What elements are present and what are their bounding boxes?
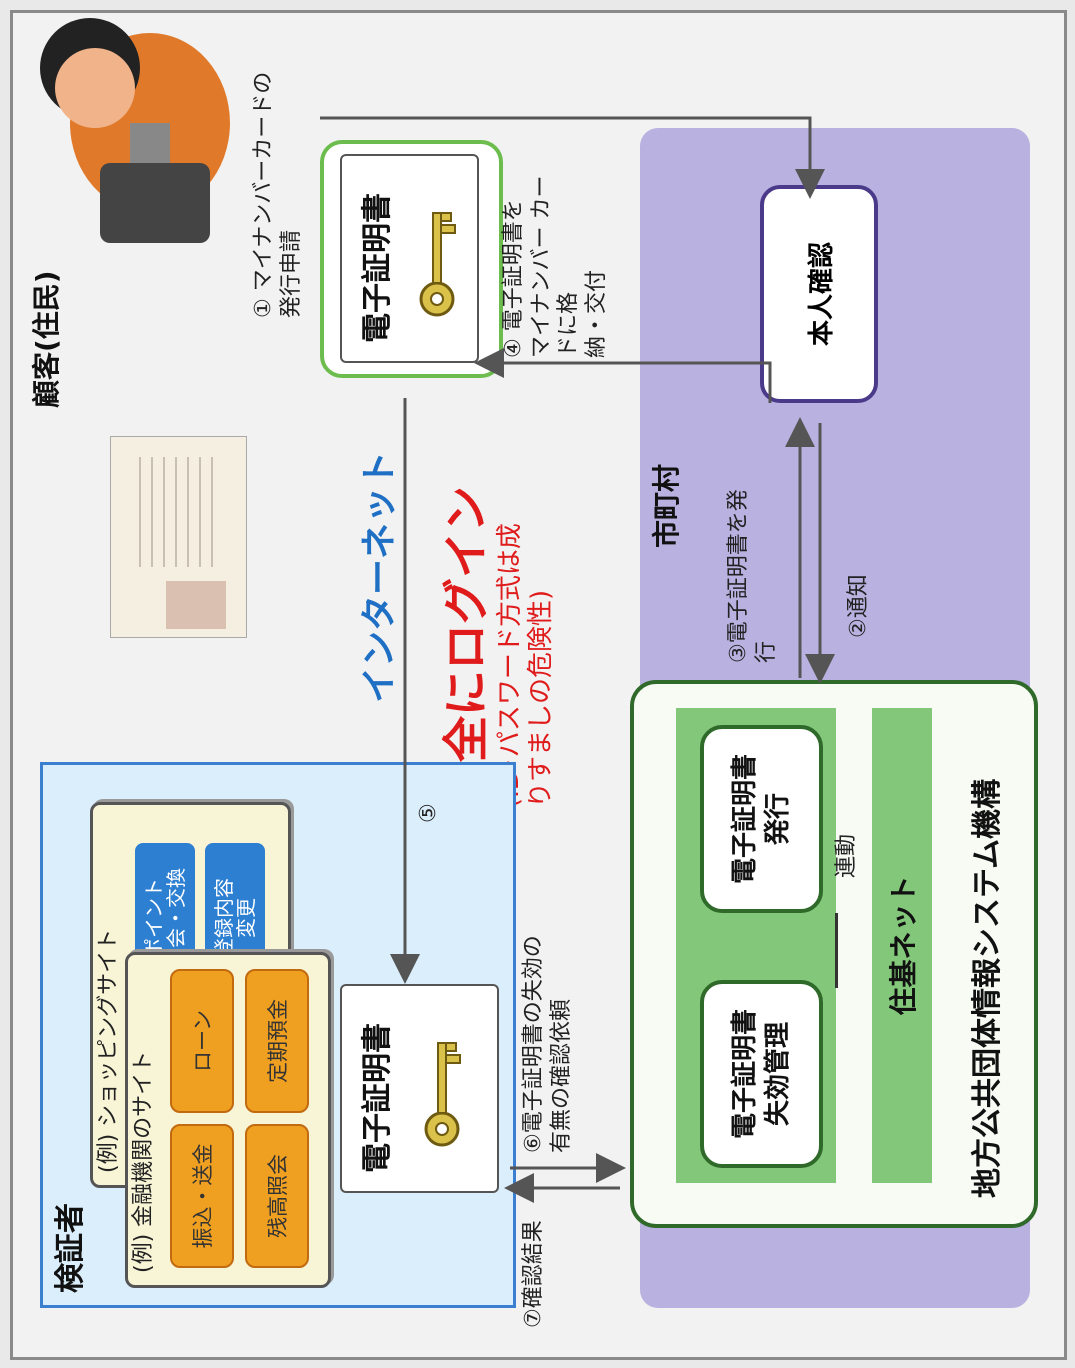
step5-label: ⑤ (416, 803, 441, 823)
shopping-site-title: (例) ショッピングサイト (96, 928, 121, 1173)
verifier-certificate: 電子証明書 (340, 984, 499, 1193)
safe-login-label: 安全にログイン (439, 486, 493, 808)
verifier-title: 検証者 (53, 1203, 88, 1293)
balance-button[interactable]: 残高照会 (245, 1124, 309, 1268)
verifier-cert-title: 電子証明書 (360, 1023, 395, 1173)
time-deposit-button[interactable]: 定期預金 (245, 969, 309, 1113)
link-line (835, 913, 838, 988)
cert-issue-label: 電子証明書 発行 (730, 754, 793, 885)
juki-net-bar: 住基ネット (872, 708, 932, 1183)
customer-title: 顧客(住民) (30, 270, 63, 408)
municipality-title: 市町村 (650, 463, 683, 548)
step2-label: ②通知 (846, 574, 871, 638)
customer-cert-title: 電子証明書 (360, 193, 395, 343)
link-label: 連動 (834, 833, 859, 878)
loan-button[interactable]: ローン (170, 969, 234, 1113)
step7-label: ⑦確認結果 (521, 1220, 546, 1328)
internet-label: インターネット (359, 450, 400, 703)
key-icon (419, 212, 456, 317)
step3-label: ③電子証明書を発 行 (726, 489, 779, 663)
cert-issue-box: 電子証明書 発行 (700, 725, 823, 913)
step1-label: ① マイナンバーカードの 発行申請 (251, 71, 304, 318)
bank-site-title: (例) 金融機関のサイト (131, 1050, 156, 1273)
identity-check-box: 本人確認 (760, 185, 878, 403)
customer-person-icon (20, 13, 260, 263)
card-text-lines (129, 457, 219, 567)
step4-label: ④ 電子証明書を マイナンバー カー ドに格 納・交付 (501, 175, 609, 358)
customer-certificate: 電子証明書 (340, 154, 479, 363)
transfer-button[interactable]: 振込・送金 (170, 1124, 234, 1268)
jlis-title: 地方公共団体情報システム機構 (970, 778, 1005, 1198)
cert-revocation-label: 電子証明書 失効管理 (730, 1009, 793, 1140)
card-photo (166, 581, 226, 629)
mynumber-card-image (110, 436, 247, 638)
key-icon (424, 1042, 461, 1147)
cert-revocation-box: 電子証明書 失効管理 (700, 980, 823, 1168)
step6-label: ⑥電子証明書の失効の 有無の確認依頼 (521, 935, 574, 1153)
person-at-computer-icon (40, 18, 230, 243)
